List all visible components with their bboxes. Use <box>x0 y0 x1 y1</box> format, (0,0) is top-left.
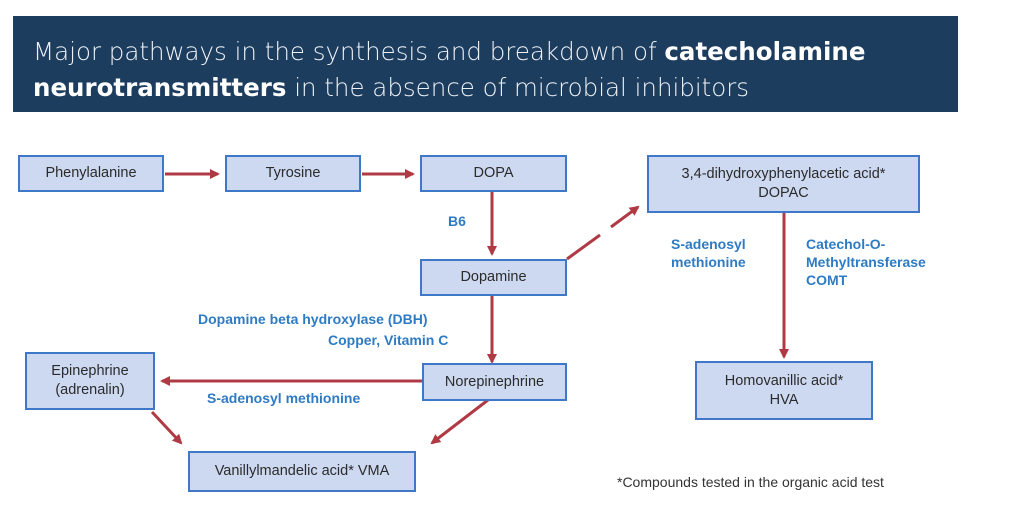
label-comt: Catechol-O- Methyltransferase COMT <box>806 236 926 288</box>
label-copper-vitamin-c: Copper, Vitamin C <box>328 332 449 348</box>
label-dbh: Dopamine beta hydroxylase (DBH) <box>198 311 428 327</box>
title-line-1: Major pathways in the synthesis and brea… <box>33 37 866 66</box>
title-line-2: neurotransmitters in the absence of micr… <box>33 73 750 102</box>
label-sam-hva: S-adenosyl methionine <box>671 236 746 270</box>
footnote: *Compounds tested in the organic acid te… <box>617 474 884 490</box>
node-dopamine: Dopamine <box>420 259 567 296</box>
node-dopa: DOPA <box>420 155 567 192</box>
title-banner: Major pathways in the synthesis and brea… <box>13 16 958 112</box>
label-b6: B6 <box>448 213 466 229</box>
arrow-dopamine-dopac <box>566 233 601 261</box>
node-tyrosine: Tyrosine <box>225 155 361 192</box>
node-hva: Homovanillic acid* HVA <box>695 361 873 420</box>
label-sam-epinephrine: S-adenosyl methionine <box>207 390 361 406</box>
arrow-norepinephrine-vma <box>430 398 489 445</box>
node-dopac: 3,4-dihydroxyphenylacetic acid* DOPAC <box>647 155 920 213</box>
node-phenylalanine: Phenylalanine <box>18 155 164 192</box>
node-norepinephrine: Norepinephrine <box>422 363 567 401</box>
arrow-dopamine-dopac-dash <box>610 205 640 229</box>
node-epinephrine: Epinephrine (adrenalin) <box>25 352 155 410</box>
node-vma: Vanillylmandelic acid* VMA <box>188 451 416 492</box>
arrow-epinephrine-vma <box>150 410 183 445</box>
